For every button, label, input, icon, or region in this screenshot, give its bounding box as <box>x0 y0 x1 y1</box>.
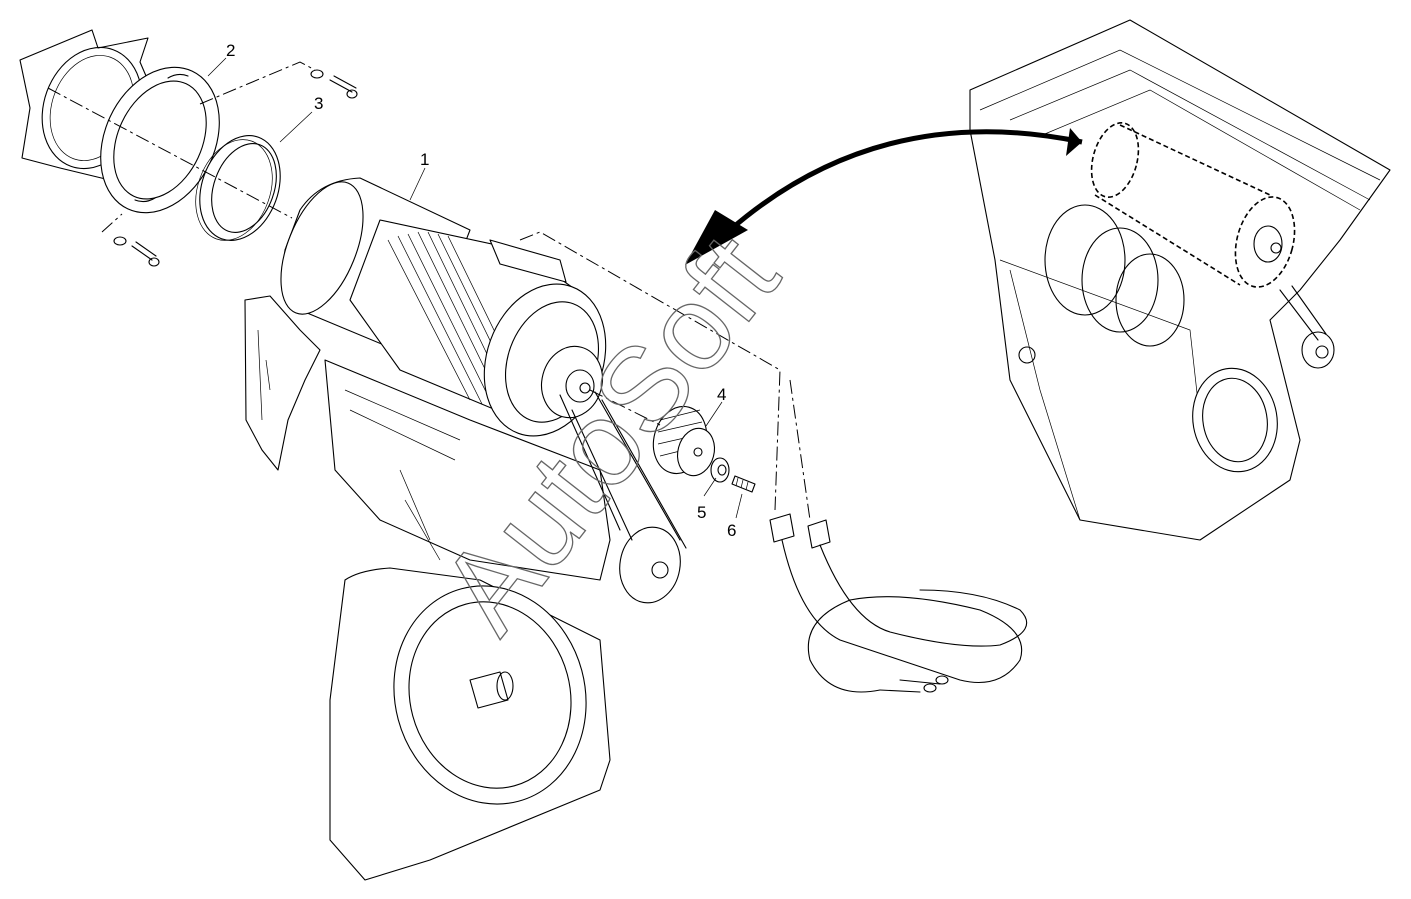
bolt-line-bottom <box>101 213 123 233</box>
callout-5: 5 <box>697 477 717 522</box>
callout-label-3: 3 <box>314 94 323 113</box>
location-arrow <box>685 128 1083 265</box>
part-5-washer <box>710 457 730 483</box>
callout-label-4: 4 <box>717 385 726 404</box>
shaft-axis-line <box>589 389 661 426</box>
cable-assembly <box>519 231 1028 693</box>
callouts: 1 2 3 4 5 6 <box>207 41 743 540</box>
flange-bolt-bottom <box>113 236 160 267</box>
part-4-pulley <box>652 405 716 477</box>
inset-machine-view <box>969 19 1391 541</box>
part-6-bolt <box>731 475 756 493</box>
callout-label-5: 5 <box>697 503 706 522</box>
part-1-motor <box>280 177 607 437</box>
flange-bolt-top <box>310 69 358 99</box>
callout-1: 1 <box>409 150 429 201</box>
callout-label-1: 1 <box>420 150 429 169</box>
part-3-spacer-ring <box>195 135 281 241</box>
bolt-line-top <box>199 61 316 105</box>
flange-centerline <box>47 87 293 219</box>
callout-4: 4 <box>705 385 726 427</box>
callout-3: 3 <box>279 94 323 143</box>
callout-2: 2 <box>207 41 235 77</box>
callout-label-6: 6 <box>727 521 736 540</box>
drive-belt <box>559 391 687 549</box>
motor-location-highlight <box>1094 124 1271 286</box>
callout-6: 6 <box>727 493 743 540</box>
callout-label-2: 2 <box>226 41 235 60</box>
machine-frame <box>244 295 681 881</box>
